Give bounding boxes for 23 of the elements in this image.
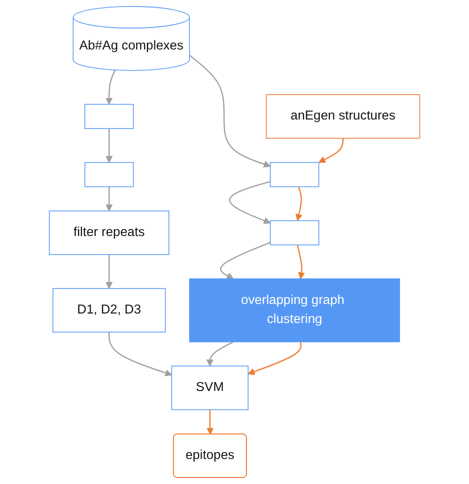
arrow xyxy=(189,54,271,168)
arrow xyxy=(206,341,234,366)
node-box: overlapping graph clustering xyxy=(189,278,400,342)
node-box xyxy=(84,104,134,129)
arrow xyxy=(318,138,344,163)
arrow xyxy=(106,186,113,212)
node-box xyxy=(270,162,320,188)
arrow xyxy=(295,186,302,221)
arrow xyxy=(108,332,172,376)
node-box xyxy=(84,162,134,188)
arrow xyxy=(228,180,271,224)
arrow xyxy=(220,242,271,280)
arrow xyxy=(248,342,302,376)
arrow xyxy=(296,244,306,280)
node-box: D1, D2, D3 xyxy=(52,288,166,333)
node-box: filter repeats xyxy=(48,210,170,255)
arrow xyxy=(106,254,113,289)
node-box: anEgen structures xyxy=(266,94,420,139)
node-box xyxy=(270,220,320,246)
arrow xyxy=(106,128,113,163)
arrow xyxy=(106,70,116,105)
arrow xyxy=(206,410,214,435)
node-box: SVM xyxy=(171,366,249,410)
